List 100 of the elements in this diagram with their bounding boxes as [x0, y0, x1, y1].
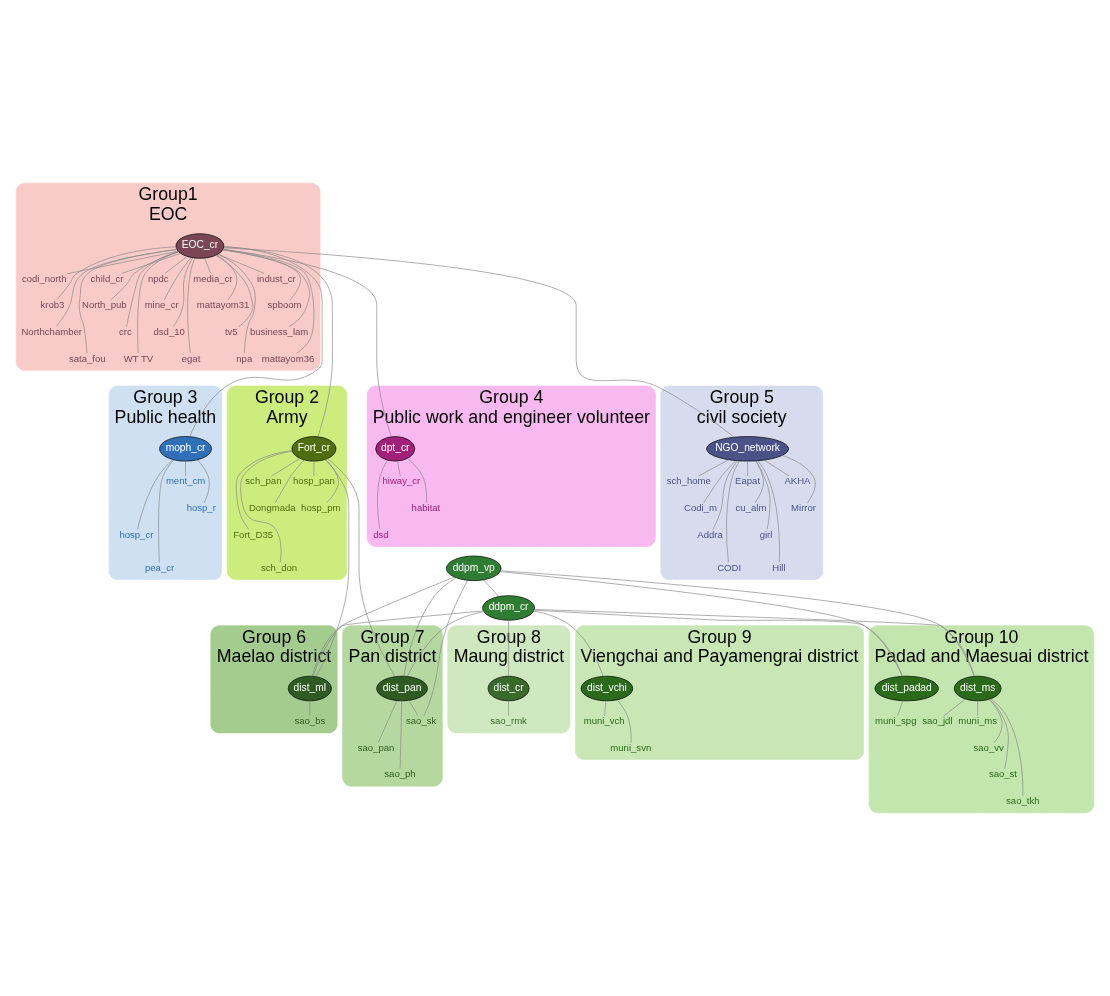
connector	[215, 254, 254, 328]
connector	[897, 700, 903, 717]
node-text: Codi_m	[684, 502, 717, 514]
connector	[158, 459, 175, 563]
connector	[217, 253, 265, 274]
connector	[185, 460, 186, 477]
connector	[533, 610, 604, 677]
connector	[781, 455, 816, 504]
node-text: Eapat	[735, 475, 761, 487]
connector	[499, 571, 903, 677]
node-ellipse: dist_vchi	[580, 675, 634, 702]
connector	[313, 460, 315, 477]
connector	[240, 450, 293, 563]
node-text: muni_ms	[958, 715, 998, 727]
node-text: dsd	[373, 528, 389, 540]
node-text: hosp_pan	[292, 475, 335, 487]
node-ellipse: EOC_cr	[175, 233, 225, 259]
connector	[189, 246, 323, 437]
node-text: krob3	[40, 299, 65, 311]
connector	[327, 458, 396, 677]
connector	[223, 247, 735, 438]
node-text: sch_pan	[245, 475, 282, 487]
connector	[399, 700, 403, 770]
connector	[508, 700, 509, 717]
node-text: codi_north	[21, 272, 67, 284]
connector	[397, 460, 401, 477]
connector	[222, 249, 310, 327]
connector	[747, 460, 748, 477]
connector	[78, 249, 178, 354]
connector	[137, 459, 174, 530]
node-text: hosp_pm	[301, 502, 341, 514]
node-text: dsd_10	[153, 325, 185, 337]
node-text: sch_don	[261, 561, 298, 573]
node-text: sao_ph	[384, 768, 416, 780]
node-text: crc	[119, 325, 132, 337]
connector	[110, 251, 179, 301]
node-text: mine_cr	[144, 299, 179, 311]
connector	[500, 570, 975, 677]
connector	[403, 577, 457, 677]
node-text: girl	[759, 528, 773, 540]
connector	[989, 698, 1009, 770]
node-text: npdc	[147, 272, 169, 284]
connector	[534, 609, 903, 677]
node-text: Hill	[772, 561, 786, 573]
connector	[315, 459, 350, 677]
connector	[617, 699, 632, 743]
connector	[407, 458, 427, 503]
connector	[757, 460, 780, 563]
node-text: muni_spg	[875, 715, 917, 727]
connector	[187, 257, 196, 354]
node-text: Dongmada	[248, 502, 296, 514]
node-text: child_cr	[90, 272, 124, 284]
connector	[126, 251, 179, 327]
node-text: pea_cr	[145, 561, 175, 573]
node-text: habitat	[411, 502, 441, 514]
node-text: WT TV	[123, 352, 154, 364]
connector	[223, 246, 333, 437]
node-text: cu_alm	[735, 502, 767, 514]
connector	[534, 609, 975, 677]
node-text: egat	[181, 352, 201, 364]
connector	[222, 249, 315, 354]
connector	[990, 698, 1024, 796]
node-ellipse: Fort_cr	[291, 436, 337, 462]
connector	[989, 699, 1003, 743]
node-text: sao_rmk	[490, 715, 527, 727]
connector	[274, 459, 305, 503]
node-ellipse: dist_padad	[874, 675, 939, 702]
node-text: sao_jdl	[922, 715, 953, 727]
node-text: mattayom31	[196, 299, 250, 311]
node-text: Addra	[697, 528, 723, 540]
connector	[55, 249, 178, 327]
node-text: sch_home	[666, 475, 711, 487]
node-text: sao_tkh	[1006, 795, 1040, 807]
connector	[407, 611, 484, 677]
node-text: hiway_cr	[382, 475, 421, 487]
connector	[423, 580, 468, 717]
node-text: business_lam	[249, 325, 309, 337]
node-ellipse: dpt_cr	[375, 436, 416, 462]
node-ellipse: NGO_network	[706, 436, 789, 462]
connector	[508, 620, 509, 677]
node-text: hosp_r	[186, 502, 216, 514]
node-ellipse: ddpm_cr	[482, 595, 535, 621]
node-text: Mirror	[791, 502, 817, 514]
node-text: muni_vch	[583, 715, 625, 727]
connector	[66, 250, 179, 275]
connector	[943, 698, 966, 717]
node-text: npa	[236, 352, 253, 364]
node-text: sao_vv	[973, 741, 1004, 753]
connector	[755, 460, 771, 530]
node-text: North_pub	[82, 299, 127, 311]
node-text: sao_st	[988, 768, 1018, 780]
node-ellipse: ddpm_vp	[446, 555, 502, 581]
connector	[378, 700, 398, 743]
node-text: CODI	[717, 561, 742, 573]
connector	[377, 460, 388, 530]
connector	[325, 459, 339, 503]
connector	[754, 460, 764, 503]
node-text: Fort_D35	[233, 528, 274, 540]
connector	[121, 253, 181, 274]
connector	[604, 700, 607, 717]
